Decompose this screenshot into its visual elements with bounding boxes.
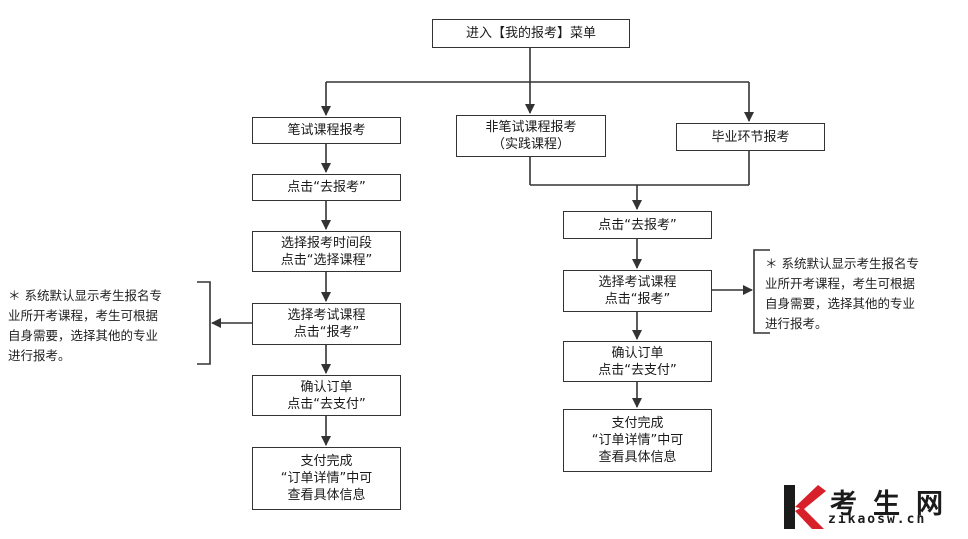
non-written-course-registration-box: 非笔试课程报考 （实践课程） [456, 115, 606, 157]
box-label: 点击“去报考” [598, 217, 677, 233]
note-line: ＊ 系统默认显示考生报名专 [8, 288, 162, 303]
logo-text: 考生网 [830, 489, 959, 520]
k-logo-icon [784, 485, 826, 529]
written-course-registration-box: 笔试课程报考 [252, 117, 401, 144]
box-label: 笔试课程报考 [287, 123, 366, 138]
left-select-period-box: 选择报考时间段 点击“选择课程” [252, 231, 401, 272]
right-default-course-note: ＊ 系统默认显示考生报名专 业所开考课程，考生可根据 自身需要，选择其他的专业 … [765, 254, 919, 334]
box-label-line2: 点击“选择课程” [280, 252, 373, 268]
right-confirm-order-box: 确认订单 点击“去支付” [563, 341, 712, 382]
enter-my-registration-menu-box: 进入【我的报考】菜单 [432, 19, 630, 48]
note-line: 自身需要，选择其他的专业 [8, 328, 159, 343]
box-label-line3: 查看具体信息 [598, 450, 677, 465]
right-click-go-register-box: 点击“去报考” [563, 211, 712, 239]
box-label-line1: 确认订单 [611, 345, 664, 361]
box-label-line3: 查看具体信息 [287, 488, 366, 503]
box-label-line1: 选择报考时间段 [280, 235, 372, 251]
box-label-line1: 支付完成 [300, 454, 353, 469]
note-line: 进行报考。 [8, 348, 71, 363]
box-label-line1: 非笔试课程报考 [485, 120, 577, 135]
box-label-line2: 点击“去支付” [598, 362, 677, 378]
note-line: ＊ 系统默认显示考生报名专 [765, 256, 919, 271]
left-default-course-note: ＊ 系统默认显示考生报名专 业所开考课程，考生可根据 自身需要，选择其他的专业 … [8, 286, 162, 366]
note-line: 业所开考课程，考生可根据 [8, 308, 159, 323]
box-label-line2: 点击“报考” [604, 292, 671, 307]
note-line: 业所开考课程，考生可根据 [765, 276, 916, 291]
box-label-line2: “订单详情”中可 [591, 433, 684, 448]
left-confirm-order-box: 确认订单 点击“去支付” [252, 375, 401, 416]
left-payment-complete-box: 支付完成 “订单详情”中可 查看具体信息 [252, 447, 401, 510]
box-label-line1: 支付完成 [611, 416, 664, 431]
left-select-exam-course-box: 选择考试课程 点击“报考” [252, 303, 401, 345]
box-label: 点击“去报考” [287, 180, 366, 195]
box-label-line2: （实践课程） [491, 137, 570, 152]
box-label: 毕业环节报考 [711, 129, 790, 145]
site-logo: 考生网 zikaosw.cn [780, 483, 960, 533]
logo-url: zikaosw.cn [828, 512, 927, 527]
box-label-line2: 点击“报考” [293, 325, 360, 340]
graduation-stage-registration-box: 毕业环节报考 [676, 123, 825, 151]
box-label-line1: 选择考试课程 [287, 308, 366, 323]
box-label: 进入【我的报考】菜单 [465, 26, 596, 41]
right-payment-complete-box: 支付完成 “订单详情”中可 查看具体信息 [563, 409, 712, 472]
left-click-go-register-box: 点击“去报考” [252, 174, 401, 201]
right-select-exam-course-box: 选择考试课程 点击“报考” [563, 270, 712, 312]
note-line: 进行报考。 [765, 316, 828, 331]
box-label-line1: 确认订单 [300, 379, 353, 395]
box-label-line2: “订单详情”中可 [280, 471, 373, 486]
box-label-line2: 点击“去支付” [287, 396, 366, 412]
box-label-line1: 选择考试课程 [598, 275, 677, 290]
note-line: 自身需要，选择其他的专业 [765, 296, 916, 311]
